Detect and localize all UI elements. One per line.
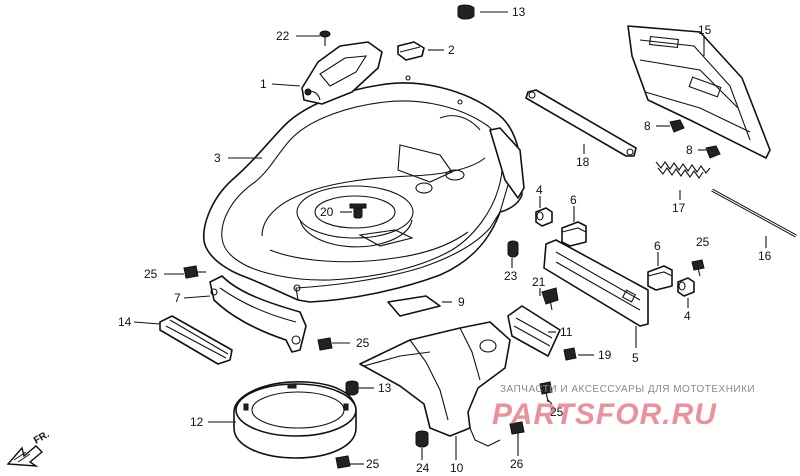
callout-5: 5 [632,351,639,365]
pin-8a [669,119,685,133]
bolt-25-bottom [335,455,351,469]
spring [655,161,711,179]
callout-25: 25 [550,405,564,419]
mulch-plate [507,305,561,357]
callout-7: 7 [174,291,181,305]
height-bracket [543,239,649,327]
callout-3: 3 [214,151,221,165]
bolt-25-right [691,259,705,277]
callout-16: 16 [758,249,772,263]
watermark-logo: PARTSFOR.RU [492,398,717,431]
callout-17: 17 [672,201,686,215]
deflector [359,321,511,447]
rear-guard [627,25,771,159]
callout-13: 13 [378,381,392,395]
callout-19: 19 [598,348,612,362]
bolt-21 [541,287,559,311]
callout-23: 23 [504,269,518,283]
front-direction-arrow: FR. [6,429,52,467]
callout-24: 24 [416,461,430,475]
hinge-bar [525,89,637,157]
watermark-tagline: ЗАПЧАСТИ И АКСЕССУАРЫ ДЛЯ МОТОТЕХНИКИ [500,384,755,395]
cap-2 [397,41,425,61]
nut-19 [563,347,577,361]
pin-8b [705,145,721,159]
callout-14: 14 [118,315,132,329]
lever-9 [387,295,441,317]
screw-22 [319,30,331,46]
leader-lines [133,11,767,465]
center-bolt [349,203,367,219]
bushing-6b [647,265,673,291]
callout-4: 4 [684,309,691,323]
bushing-6a [561,221,587,247]
callout-12: 12 [190,415,204,429]
nut-24 [415,430,429,448]
callout-10: 10 [450,461,464,475]
callout-9: 9 [458,295,465,309]
callout-25: 25 [696,235,710,249]
callout-20: 20 [320,205,334,219]
callout-6: 6 [570,193,577,207]
callout-21: 21 [532,275,546,289]
collar-4b [677,277,695,297]
callout-1: 1 [260,77,267,91]
callout-15: 15 [698,23,712,37]
trim-strip [159,315,233,365]
collar-4a [535,207,553,227]
callout-25: 25 [144,267,158,281]
discharge-cover [301,41,383,105]
callout-13: 13 [512,5,526,19]
callout-25: 25 [366,457,380,471]
bolt-26 [509,421,525,446]
callout-6: 6 [654,239,661,253]
callout-8: 8 [644,119,651,133]
bolt-25-deflector [539,381,553,403]
callout-25: 25 [356,336,370,350]
watermark: ЗАПЧАСТИ И АКСЕССУАРЫ ДЛЯ МОТОТЕХНИКИ PA… [492,384,755,431]
callout-22: 22 [276,29,290,43]
callout-8: 8 [686,143,693,157]
front-marker-label: FR. [32,429,52,447]
mower-deck [203,75,525,303]
rod [711,188,797,238]
baffle-ring [233,381,357,459]
callout-2: 2 [448,43,455,57]
grommet-13-lower [345,380,359,396]
bolt-25-left [183,265,206,279]
plug-13-top [457,4,475,20]
nut-23 [507,240,519,258]
callout-4: 4 [536,183,543,197]
callout-26: 26 [510,457,524,471]
callout-11: 11 [560,325,573,339]
callout-18: 18 [576,155,590,169]
rear-skirt [209,275,307,353]
bolt-25-mid [317,337,333,351]
callout-numbers: 13 22 2 1 3 15 8 8 18 17 16 4 6 6 25 4 2… [118,5,772,475]
